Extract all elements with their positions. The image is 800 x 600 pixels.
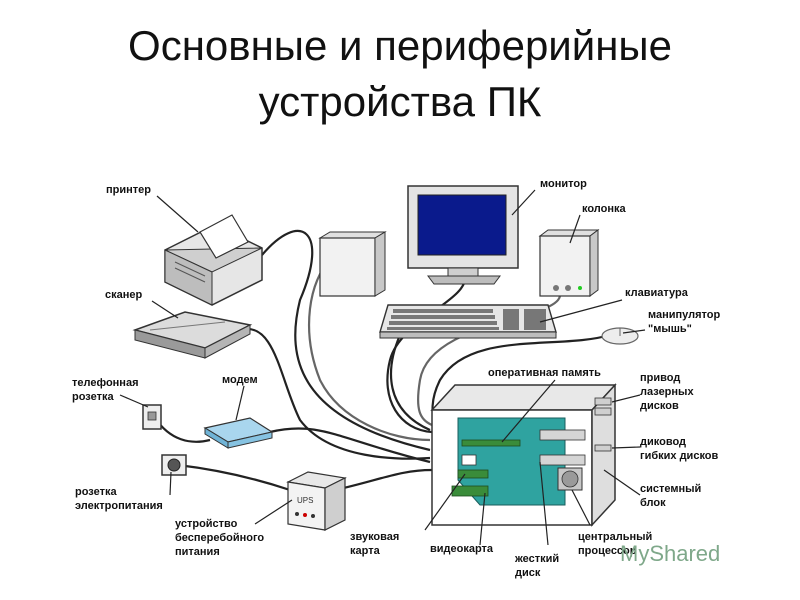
label-fdd-line1: диковод [640,436,686,448]
left-speaker-icon [318,231,387,297]
printer-icon [164,214,263,306]
label-cpu-line1: центральный [578,531,652,543]
cd-drive-bay [594,397,612,406]
label-video-card: видеокарта [430,543,494,555]
label-phone-socket-line1: телефонная [72,377,139,389]
cable-scanner [239,327,431,460]
label-power-socket-line2: электропитания [75,500,163,512]
label-fdd-line2: гибких дисков [640,450,719,462]
label-sound-card-line1: звуковая [350,531,399,543]
label-ram: оперативная память [488,367,601,379]
watermark: MyShared [620,541,720,566]
label-hdd-line1: жесткий [514,553,559,565]
label-mouse-line1: манипулятор [648,309,721,321]
label-cd-line1: привод [640,372,680,384]
label-case-line1: системный [640,483,701,495]
scanner-icon [132,311,253,359]
title-line-2: устройства ПК [258,78,542,125]
label-cd-line2: лазерных [640,386,694,398]
ups-icon: UPS [286,471,347,531]
page-title: Основные и периферийные устройства ПК [0,18,800,130]
video-card [451,485,489,497]
label-mouse-line2: "мышь" [648,323,692,335]
cable-printer [261,229,431,452]
cable-modem [269,427,431,464]
leader-lines [119,189,646,546]
cable-mouse [431,333,611,421]
label-sound-card-line2: карта [350,545,381,557]
cable-power [177,463,291,492]
right-speaker-icon [538,229,600,297]
label-keyboard: клавиатура [625,287,689,299]
modem-icon [203,417,274,449]
phone-socket-icon [142,404,162,430]
fdd-bay [594,444,612,452]
cable-phone [154,417,211,443]
watermark-text: MyShared [620,541,720,566]
title-line-1: Основные и периферийные [128,22,672,69]
label-hdd-line2: диск [515,567,541,579]
label-phone-socket-line2: розетка [72,391,114,403]
sound-card [457,469,489,479]
system-unit-icon [430,383,617,527]
cables [154,229,611,492]
power-socket-icon [161,454,187,476]
label-ups-line2: бесперебойного [175,532,264,544]
label-scanner: сканер [105,289,143,301]
label-monitor: монитор [540,178,587,190]
labels: принтер сканер телефонная розетка модем … [72,178,721,579]
ram-module [461,439,521,447]
label-case-line2: блок [640,497,666,509]
cable-ups [334,468,433,492]
ups-mark: UPS [297,496,313,505]
label-cd-line3: дисков [640,400,679,412]
monitor-icon [407,185,519,285]
label-speaker: колонка [582,203,627,215]
keyboard-icon [379,304,557,339]
mouse-icon [601,327,639,345]
hdd [539,454,586,466]
label-printer: принтер [106,184,151,196]
keyboard-keys [387,309,546,330]
cable-monitor [386,274,467,434]
label-ups-line1: устройство [175,518,238,530]
label-cpu-line2: процессор [578,545,637,557]
cable-keyboard [390,334,431,432]
label-power-socket-line1: розетка [75,486,117,498]
label-modem: модем [222,374,258,386]
cable-left-speaker [308,259,431,442]
label-ups-line3: питания [175,546,220,558]
